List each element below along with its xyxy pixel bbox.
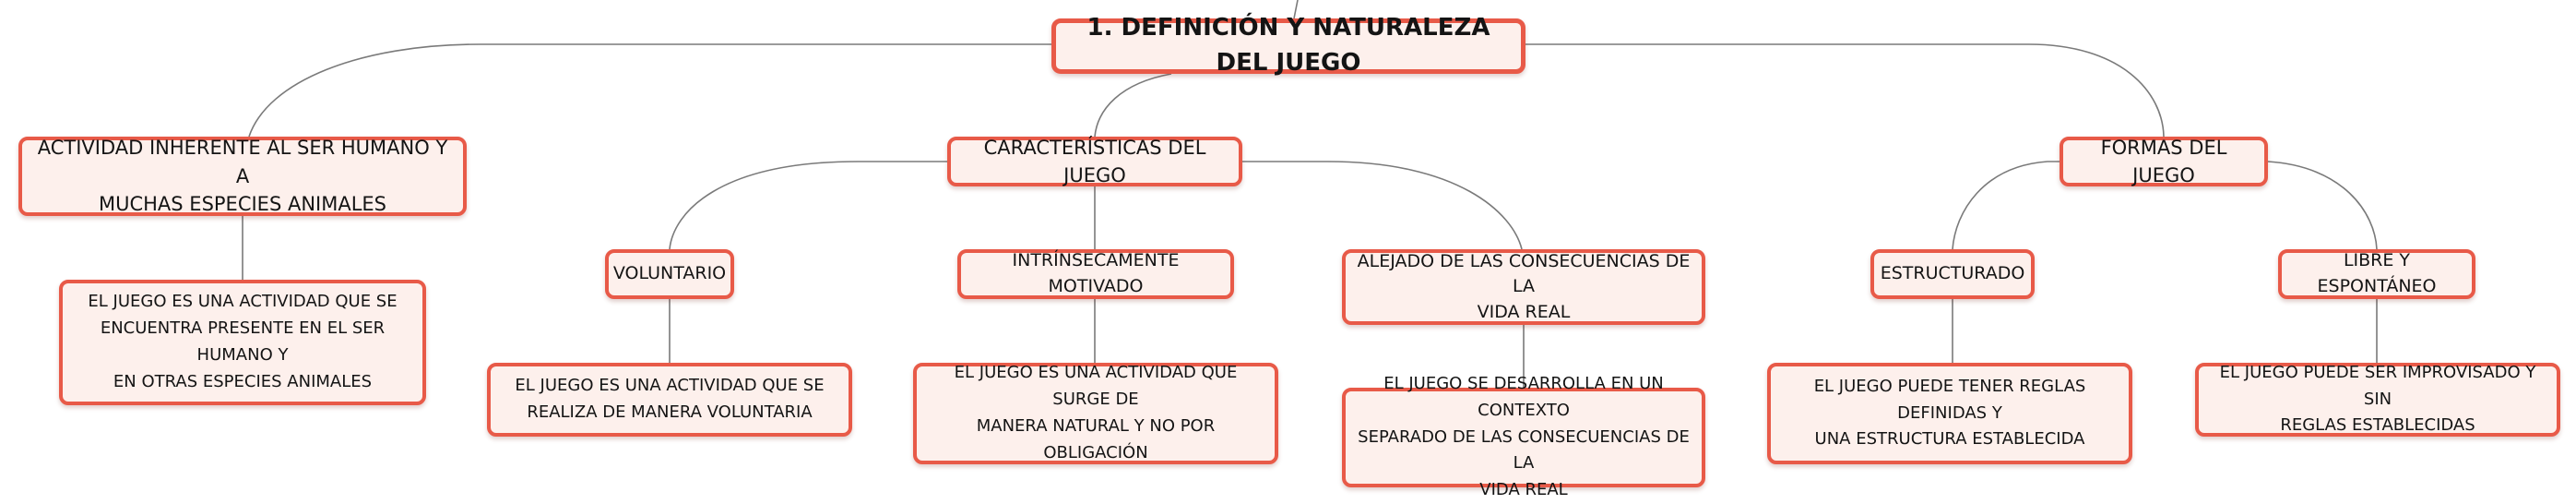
detail-line: VIDA REAL: [1479, 480, 1568, 500]
topic-line: LIBRE Y ESPONTÁNEO: [2317, 250, 2437, 296]
connector-caract-alejado: [1242, 161, 1523, 250]
detail-line: EN OTRAS ESPECIES ANIMALES: [113, 371, 373, 391]
topic-line: ACTIVIDAD INHERENTE AL SER HUMANO Y A: [37, 137, 448, 187]
topic-line: FORMAS DEL JUEGO: [2100, 136, 2227, 186]
detail-line: EL JUEGO PUEDE SER IMPROVISADO Y SIN: [2219, 362, 2536, 409]
detail-estructurado[interactable]: EL JUEGO PUEDE TENER REGLAS DEFINIDAS Y …: [1767, 363, 2132, 464]
detail-line: ENCUENTRA PRESENTE EN EL SER HUMANO Y: [100, 318, 386, 365]
subtopic-alejado-de-consecuencias[interactable]: ALEJADO DE LAS CONSECUENCIAS DE LA VIDA …: [1342, 249, 1705, 325]
detail-libre[interactable]: EL JUEGO PUEDE SER IMPROVISADO Y SIN REG…: [2195, 363, 2560, 437]
topic-line: INTRÍNSECAMENTE MOTIVADO: [1012, 250, 1180, 296]
detail-line: UNA ESTRUCTURA ESTABLECIDA: [1814, 429, 2085, 450]
subtopic-estructurado[interactable]: ESTRUCTURADO: [1870, 249, 2035, 299]
connector-root-formas: [1525, 43, 2165, 138]
subtopic-libre-y-espontaneo[interactable]: LIBRE Y ESPONTÁNEO: [2278, 249, 2475, 299]
topic-line: ALEJADO DE LAS CONSECUENCIAS DE LA: [1357, 250, 1691, 297]
root-topic-line: 1. DEFINICIÓN Y NATURALEZA DEL JUEGO: [1086, 14, 1490, 77]
connector-formas-libre: [2267, 161, 2378, 250]
connector-root-actividad: [248, 43, 1051, 138]
detail-line: MANERA NATURAL Y NO POR OBLIGACIÓN: [976, 416, 1216, 462]
topic-line: MUCHAS ESPECIES ANIMALES: [98, 193, 387, 216]
detail-line: REGLAS ESTABLECIDAS: [2280, 415, 2475, 436]
topic-line: CARACTERÍSTICAS DEL JUEGO: [983, 136, 1206, 186]
detail-line: EL JUEGO ES UNA ACTIVIDAD QUE SE: [515, 376, 825, 396]
connector-root-caracteristicas: [1094, 73, 1172, 138]
topic-line: ESTRUCTURADO: [1880, 263, 2025, 284]
detail-intrinseco[interactable]: EL JUEGO ES UNA ACTIVIDAD QUE SURGE DE M…: [913, 363, 1278, 464]
topic-line: VOLUNTARIO: [612, 263, 727, 284]
detail-line: EL JUEGO PUEDE TENER REGLAS DEFINIDAS Y: [1813, 376, 2086, 423]
root-topic-node[interactable]: 1. DEFINICIÓN Y NATURALEZA DEL JUEGO: [1051, 14, 1525, 77]
connector-caract-voluntario: [669, 161, 947, 250]
detail-voluntario[interactable]: EL JUEGO ES UNA ACTIVIDAD QUE SE REALIZA…: [487, 363, 852, 437]
detail-line: REALIZA DE MANERA VOLUNTARIA: [527, 402, 813, 422]
connector-root-parent: [1293, 0, 1299, 19]
detail-line: EL JUEGO SE DESARROLLA EN UN CONTEXTO: [1383, 374, 1664, 420]
topic-formas-del-juego[interactable]: FORMAS DEL JUEGO: [2060, 137, 2268, 186]
detail-alejado[interactable]: EL JUEGO SE DESARROLLA EN UN CONTEXTO SE…: [1342, 374, 1705, 499]
topic-caracteristicas-del-juego[interactable]: CARACTERÍSTICAS DEL JUEGO: [947, 137, 1242, 186]
topic-line: VIDA REAL: [1477, 301, 1571, 322]
detail-line: SEPARADO DE LAS CONSECUENCIAS DE LA: [1358, 426, 1690, 474]
connector-formas-estructurado: [1952, 161, 2060, 250]
subtopic-intrinsecamente-motivado[interactable]: INTRÍNSECAMENTE MOTIVADO: [957, 249, 1234, 299]
detail-line: EL JUEGO ES UNA ACTIVIDAD QUE SE: [88, 292, 398, 312]
topic-actividad-inherente[interactable]: ACTIVIDAD INHERENTE AL SER HUMANO Y A MU…: [18, 137, 467, 216]
detail-actividad[interactable]: EL JUEGO ES UNA ACTIVIDAD QUE SE ENCUENT…: [59, 280, 426, 405]
subtopic-voluntario[interactable]: VOLUNTARIO: [605, 249, 734, 299]
detail-line: EL JUEGO ES UNA ACTIVIDAD QUE SURGE DE: [954, 363, 1238, 410]
